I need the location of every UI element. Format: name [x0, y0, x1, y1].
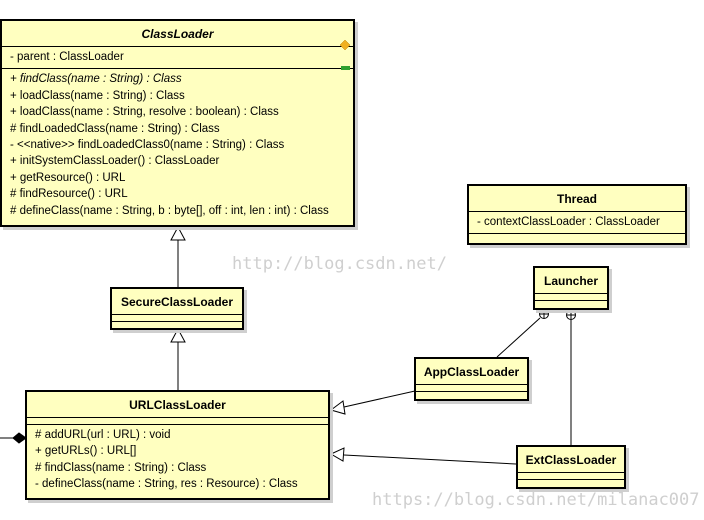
operation: + getURLs() : URL[]: [35, 445, 137, 458]
attributes-section: - parent : ClassLoader: [2, 46, 353, 68]
class-name: URLClassLoader: [129, 398, 226, 412]
class-name: ClassLoader: [141, 27, 214, 41]
class-thread[interactable]: Thread - contextClassLoader : ClassLoade…: [467, 184, 687, 245]
operation: # addURL(url : URL) : void: [35, 429, 171, 441]
operation: - <<native>> findLoadedClass0(name : Str…: [10, 139, 285, 152]
class-appclassloader[interactable]: AppClassLoader: [414, 357, 529, 401]
attributes-section: [27, 417, 328, 424]
operations-section: # addURL(url : URL) : void + getURLs() :…: [27, 424, 328, 496]
generalization-arrowhead: [329, 447, 345, 462]
operation: # findLoadedClass(name : String) : Class: [10, 122, 220, 135]
class-name: SecureClassLoader: [120, 295, 234, 309]
attribute: - contextClassLoader : ClassLoader: [477, 216, 660, 228]
generalization-arrowhead: [170, 327, 186, 343]
operation: + findClass(name : String) : Class: [10, 73, 182, 86]
operation: + initSystemClassLoader() : ClassLoader: [10, 155, 220, 168]
nesting-launcher-app: [496, 317, 541, 358]
operation: # defineClass(name : String, b : byte[],…: [10, 204, 329, 217]
operations-section: [518, 479, 624, 486]
operations-section: [469, 233, 685, 240]
operations-section: [416, 391, 527, 398]
class-urlclassloader[interactable]: URLClassLoader # addURL(url : URL) : voi…: [25, 390, 330, 500]
attributes-section: - contextClassLoader : ClassLoader: [469, 211, 685, 233]
class-extclassloader[interactable]: ExtClassLoader: [516, 445, 626, 489]
generalization-arrowhead: [170, 225, 186, 241]
class-name: Launcher: [543, 274, 598, 288]
operation: + getResource() : URL: [10, 171, 126, 184]
generalization-app-to-url: [343, 390, 416, 408]
class-secureclassloader[interactable]: SecureClassLoader: [110, 287, 244, 330]
operation: + loadClass(name : String) : Class: [10, 89, 185, 102]
operation: + loadClass(name : String, resolve : boo…: [10, 106, 279, 119]
generalization-arrowhead: [329, 400, 346, 415]
attributes-section: [416, 384, 527, 391]
watermark-text: http://blog.csdn.net/: [232, 254, 447, 274]
class-launcher[interactable]: Launcher: [533, 266, 609, 310]
operation: - defineClass(name : String, res : Resou…: [35, 478, 298, 491]
class-name: Thread: [556, 192, 597, 206]
green-marker-icon: [341, 66, 350, 70]
operation: # findClass(name : String) : Class: [35, 461, 207, 474]
diamond-marker-icon: [340, 40, 350, 50]
attributes-section: [518, 472, 624, 479]
class-name: ExtClassLoader: [525, 453, 617, 467]
attribute: - parent : ClassLoader: [10, 51, 124, 63]
attributes-section: [112, 314, 242, 321]
class-classloader[interactable]: ClassLoader - parent : ClassLoader + fin…: [0, 19, 355, 227]
operations-section: [535, 300, 607, 307]
operation: # findResource() : URL: [10, 188, 128, 201]
watermark-text: https://blog.csdn.net/milanac007: [372, 490, 700, 510]
generalization-ext-to-url: [343, 454, 517, 465]
attributes-section: [535, 293, 607, 300]
operations-section: [112, 321, 242, 328]
class-name: AppClassLoader: [423, 365, 520, 379]
operations-section: + findClass(name : String) : Class + loa…: [2, 68, 353, 222]
